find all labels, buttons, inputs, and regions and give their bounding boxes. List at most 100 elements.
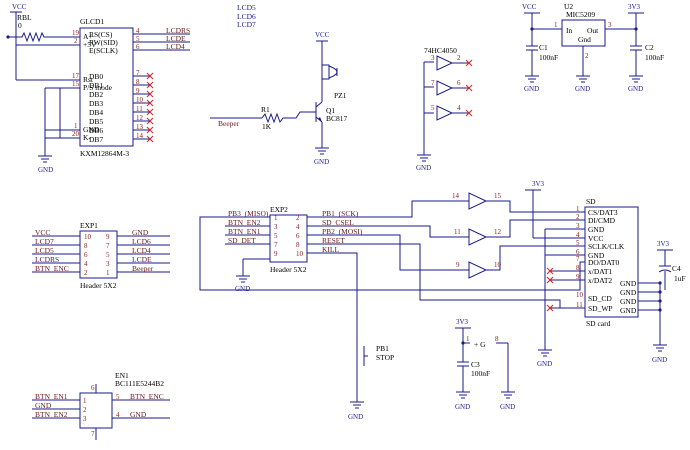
u2-3v3: 3V3 <box>628 3 641 11</box>
svg-text:7: 7 <box>91 430 95 438</box>
exp2-net-right: RESET <box>322 236 345 245</box>
svg-text:Out: Out <box>587 26 599 35</box>
svg-text:5: 5 <box>431 104 435 112</box>
exp2-net-right: PB2_(MOSI) <box>322 227 363 236</box>
sd-pin-label: VCC <box>588 234 603 243</box>
glcd-gnd: GND <box>38 166 53 174</box>
exp1-net-left: BTN_ENC <box>35 264 69 273</box>
glcd-pin-num: 14 <box>136 132 144 140</box>
exp2-pin: 4 <box>296 223 300 231</box>
exp2-pin: 6 <box>296 232 300 240</box>
exp1-pin: 3 <box>106 260 110 268</box>
exp1-net-right: LCD6 <box>132 237 151 246</box>
sd-pin-label: SCLK/CLK <box>588 242 625 251</box>
svg-text:2: 2 <box>74 37 78 45</box>
g-gnd: GND <box>500 403 515 411</box>
pb1-stop: GND PB1 STOP <box>307 252 394 421</box>
exp2-part: Header 5X2 <box>270 265 307 274</box>
exp1-part: Header 5X2 <box>80 281 117 290</box>
sd-card: 3V3 GND SD SD card CS/DAT31DI/CMD2GND3VC… <box>307 180 686 368</box>
exp1-net-left: LCD7 <box>35 237 54 246</box>
c4-ref: C4 <box>672 264 681 273</box>
svg-text:10: 10 <box>494 261 502 269</box>
c3-value: 100nF <box>471 369 490 378</box>
c3-gnd: GND <box>455 403 470 411</box>
sd-pin-num: 6 <box>576 248 580 256</box>
exp2-net-right: PB1_(SCK) <box>322 209 359 218</box>
exp2-net-left: PB3_(MISO) <box>228 209 269 218</box>
svg-text:2: 2 <box>585 52 589 60</box>
svg-text:7: 7 <box>431 79 435 87</box>
glcd-pin-num: 10 <box>136 96 144 104</box>
hc4050-part: 74HC4050 <box>424 46 457 55</box>
exp1-pin: 10 <box>84 233 92 241</box>
svg-text:2: 2 <box>457 54 461 62</box>
sd-part: SD card <box>586 319 611 328</box>
en1-net-left: GND <box>35 401 52 410</box>
en1-ref: EN1 <box>115 371 129 380</box>
exp2-pin: 5 <box>274 232 278 240</box>
svg-text:20: 20 <box>72 130 80 138</box>
c4-value: 1uF <box>674 274 686 283</box>
svg-text:K-: K- <box>83 133 91 142</box>
en1-net-right: GND <box>130 410 147 419</box>
svg-text:3: 3 <box>431 54 435 62</box>
sd-pin-label: DI/CMD <box>588 216 616 225</box>
svg-text:Rst: Rst <box>83 75 94 84</box>
exp2-net-right: SD_CSEL <box>322 218 354 227</box>
c2-gnd: GND <box>628 85 643 93</box>
rbl-ref: RBL <box>17 13 32 22</box>
u2-regulator: VCC U2 MIC5209 In Out Gnd 1 3 2 3V3 C1 1… <box>522 2 664 93</box>
svg-text:19: 19 <box>72 29 80 37</box>
hc4050-unused: 74HC4050 3 2 7 6 5 4 GND <box>416 46 473 172</box>
sd-pin-label: GND <box>588 251 605 260</box>
exp2-pin: 2 <box>296 214 300 222</box>
exp2-net-left: BTN_EN1 <box>228 227 261 236</box>
glcd-pin-num: 8 <box>136 78 140 86</box>
glcd-pin-num: 12 <box>136 114 144 122</box>
exp1-pin: 5 <box>106 251 110 259</box>
svg-text:14: 14 <box>452 192 460 200</box>
en1-net-left: BTN_EN2 <box>35 410 68 419</box>
glcd-pin-num: 7 <box>136 69 140 77</box>
sd-pin-label: SD_WP <box>588 304 613 313</box>
exp1-pin: 2 <box>84 269 88 277</box>
svg-text:4: 4 <box>457 104 461 112</box>
c2-ref: C2 <box>645 43 654 52</box>
svg-text:3: 3 <box>608 21 612 29</box>
exp2-gnd: GND <box>235 285 250 293</box>
glcd-pin-label: RS(CS) <box>89 30 113 39</box>
sd-ref: SD <box>586 197 596 206</box>
c3-ref: C3 <box>471 360 480 369</box>
glcd-part: KXM12864M-3 <box>80 149 129 158</box>
c1-ref: C1 <box>539 43 548 52</box>
pz1-ref: PZ1 <box>334 91 347 100</box>
glcd-pin-label: DB3 <box>89 99 103 108</box>
svg-text:Gnd: Gnd <box>578 35 591 44</box>
lcd6-label: LCD6 <box>237 12 256 21</box>
beeper-driver: VCC PZ1 Q1 BC817 GND Beeper R1 1K <box>210 31 348 166</box>
exp1-net-right: LCDE <box>132 255 152 264</box>
glcd-pin-label: DB6 <box>89 126 103 135</box>
exp1-ref: EXP1 <box>80 221 98 230</box>
en1-pin: 4 <box>116 411 120 419</box>
en1-part: BC111E5244B2 <box>115 379 164 388</box>
q1-part: BC817 <box>326 114 348 123</box>
glcd-pin-label: DB0 <box>89 72 103 81</box>
svg-text:In: In <box>566 26 572 35</box>
exp2-pin: 7 <box>274 241 278 249</box>
sd-pin-num: 9 <box>576 273 580 281</box>
exp1-net-right: GND <box>132 228 149 237</box>
sd-gnd-label: GND <box>620 306 637 315</box>
glcd-pin-label: RW(SID) <box>89 38 118 47</box>
exp2-pin: 9 <box>274 250 278 258</box>
u2-part: MIC5209 <box>566 10 595 19</box>
sd-gnd-label: GND <box>620 297 637 306</box>
en1-pin: 3 <box>83 415 87 423</box>
exp2-pin: 10 <box>296 250 304 258</box>
sd-pin-label: CS/DAT3 <box>588 208 618 217</box>
svg-text:A+: A+ <box>83 32 93 41</box>
svg-text:17: 17 <box>72 72 80 80</box>
